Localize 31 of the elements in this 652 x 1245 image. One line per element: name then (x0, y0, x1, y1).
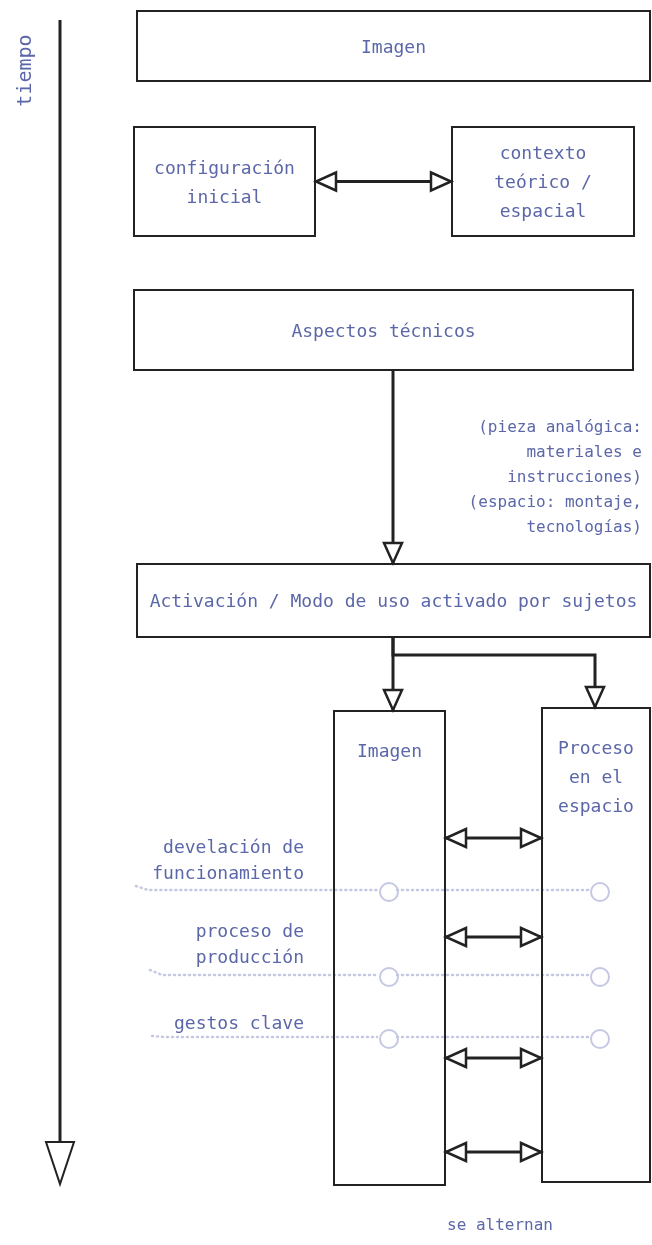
process-box (451, 126, 635, 237)
note-text: (espacio: montaje, tecnologías) (467, 491, 642, 538)
box-label: Imagen (356, 739, 423, 763)
arrow (314, 171, 453, 192)
leader-line (150, 1034, 379, 1039)
arrow (444, 926, 543, 948)
annotation-text: develación de funcionamiento (134, 834, 304, 886)
process-box (133, 126, 316, 237)
annotation-text: proceso de producción (148, 918, 304, 970)
process-column (541, 707, 651, 1183)
process-box (136, 10, 651, 82)
box-label: contexto teórico / espacial (493, 141, 593, 223)
box-label: Proceso en el espacio (557, 736, 635, 818)
arrow (444, 827, 543, 849)
note-text: se alternan (446, 1214, 554, 1236)
note-text: (pieza analógica: materiales e instrucciones) (477, 416, 642, 488)
box-label: configuración inicial (153, 155, 296, 209)
leader-line (148, 968, 379, 977)
process-box (136, 563, 651, 638)
box-label: Activación / Modo de uso activado por sujetos (148, 589, 639, 613)
box-label: Aspectos técnicos (290, 318, 477, 343)
arrow (391, 638, 606, 709)
annotation-text: gestos clave (150, 1010, 304, 1036)
axis-label: tiempo (11, 33, 37, 109)
process-column (333, 710, 446, 1186)
arrow (382, 371, 404, 565)
arrow (444, 1141, 543, 1163)
leader-line (134, 884, 379, 892)
arrow (444, 1047, 543, 1069)
process-box (133, 289, 634, 371)
box-label: Imagen (360, 34, 427, 59)
